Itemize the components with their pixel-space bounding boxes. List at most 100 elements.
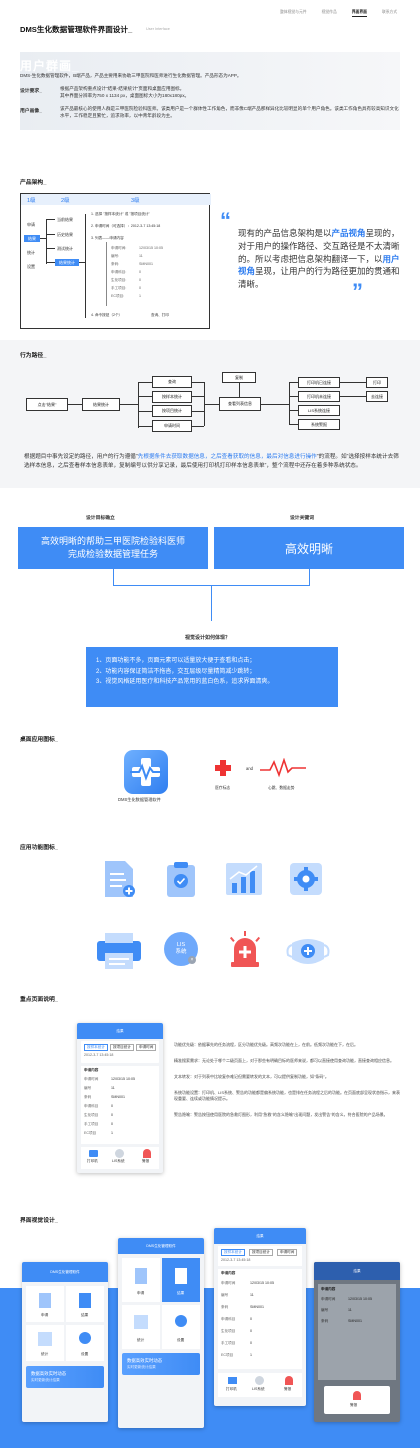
persona-text: 该产品最核心的使用人群是三甲医院检验科医师。该类用户是一个群体性工作角色，而非像… xyxy=(60,106,399,118)
result-d-row-label: 申请时间 xyxy=(321,1297,336,1301)
printer-status-icon[interactable] xyxy=(89,1150,98,1157)
home-header-a: DMS生化管理软件 xyxy=(22,1262,108,1282)
note-search: 精准搜索需求：无论处于哪个二级页面上，对于那些有明确目标的医师来说，都可以直接使… xyxy=(174,1058,394,1063)
arch-label: 产品架构_ xyxy=(20,180,47,186)
nav-item-works[interactable]: 视觉作品 xyxy=(321,10,337,14)
home-banner-b[interactable]: 数据高效实时动态 实时更新统计结果 xyxy=(122,1353,200,1375)
flow-system-alarm: 系统警报 xyxy=(298,419,340,430)
note-alarm: 警告隐喻：警告按钮使用医院的急救灯图形，利用"急救"的含义隐喻"出现问题，发出警… xyxy=(174,1112,388,1117)
result-date[interactable]: 2012-3-7 13:45:18 xyxy=(221,1258,251,1262)
nav-item-contact[interactable]: 联系方式 xyxy=(381,10,398,14)
arch-quote: 现有的产品信息架构是以产品视角呈现的，对于用户的操作路径、交互路径是不太清晰的。… xyxy=(238,228,400,289)
heartbeat-icon xyxy=(260,757,306,778)
settings-icon xyxy=(79,1332,91,1344)
settings-icon xyxy=(175,1315,187,1327)
result-row-value[interactable]: SMN001 xyxy=(250,1305,264,1309)
result-tab-item[interactable]: 按项目统计 xyxy=(249,1249,273,1256)
key-row-value: 1 xyxy=(111,1131,113,1135)
key-list-head: 申请内容 xyxy=(84,1068,99,1072)
mask-plus-icon xyxy=(284,930,332,972)
flow-print: 打印 xyxy=(366,377,388,388)
l2-current: 当前结果 xyxy=(57,217,73,222)
flow-by-item: 按项目统计 xyxy=(152,405,192,417)
key-row-label: 手工项目 xyxy=(84,1122,99,1126)
home-tile-stats[interactable]: 统计 xyxy=(26,1325,64,1361)
quote-close-icon: ” xyxy=(352,279,363,304)
key-row-value: 12/03/15 10:05 xyxy=(111,1077,135,1081)
home-b-tile-result[interactable]: 结果 xyxy=(162,1258,200,1302)
key-row-label: 申请时间 xyxy=(84,1077,99,1081)
home-b-tile-stats[interactable]: 统计 xyxy=(122,1305,160,1349)
detail-key-5: 手工项目: xyxy=(111,286,127,290)
bottom-printer-label: 打印机 xyxy=(87,1159,98,1163)
alarm-light-icon xyxy=(224,928,266,970)
printer-status-icon[interactable] xyxy=(228,1377,237,1384)
goal-left-title: 设计目标确立 xyxy=(86,516,115,521)
l3-item-4-values: 查询、打印 xyxy=(151,313,169,317)
lis-close-badge-icon: × xyxy=(188,956,196,964)
l3-item-3: 3. 列表——申请内容 xyxy=(91,236,124,240)
medical-cross-icon xyxy=(213,758,233,778)
result-row-value: 11 xyxy=(250,1293,254,1297)
key-tab-item[interactable]: 按项目统计 xyxy=(110,1044,134,1051)
level-3: 3级 xyxy=(131,198,140,204)
key-date[interactable]: 2012-3-7 13:45:18 xyxy=(84,1053,114,1057)
result-tab-time[interactable]: 申请时间 xyxy=(277,1249,298,1256)
flow-result-stats: 结果统计 xyxy=(82,398,120,411)
l2-test-stats: 测试统计 xyxy=(57,246,73,251)
quote-highlight-user: 用户视角 xyxy=(238,253,400,277)
home-tile-result[interactable]: 结果 xyxy=(66,1286,104,1322)
flow-description-highlight: 先根据条件去获取数据信息，之后查看获取的信息，最后对信息进行操作 xyxy=(137,454,317,460)
key-row-value[interactable]: SMN001 xyxy=(111,1095,125,1099)
goal-point-2: 2、功能内容保证简洁不拖沓，交互层级尽量精简减少跳转； xyxy=(96,668,256,675)
dialog-alarm-label: 警报 xyxy=(350,1403,358,1407)
home-tile-label: 结果 xyxy=(177,1291,185,1295)
result-row-label: 申请科目 xyxy=(221,1317,236,1321)
detail-key-0: 申请时间: xyxy=(111,246,127,250)
alarm-status-icon[interactable] xyxy=(143,1149,151,1158)
result-tab-sample[interactable]: 按样本统计 xyxy=(221,1249,245,1256)
printer-icon xyxy=(95,930,143,972)
home-b-tile-settings[interactable]: 设置 xyxy=(162,1305,200,1349)
home-tile-apply[interactable]: 申请 xyxy=(26,1286,64,1322)
home-tile-label: 设置 xyxy=(81,1352,89,1356)
result-list-head: 申请内容 xyxy=(221,1271,236,1275)
result-icon xyxy=(175,1268,187,1284)
key-tab-time[interactable]: 申请时间 xyxy=(136,1044,157,1051)
quote-open-icon: “ xyxy=(220,208,231,233)
key-page-title: 结果 xyxy=(116,1028,124,1033)
lis-status-icon[interactable] xyxy=(255,1376,264,1385)
quote-highlight-product: 产品视角 xyxy=(331,228,366,238)
result-d-row-value: 11 xyxy=(348,1308,352,1312)
nav-item-overview[interactable]: 整体视觉与元件 xyxy=(280,10,307,14)
home-banner-sub: 实时更新统计结果 xyxy=(127,1365,156,1369)
result-title-d: 结果 xyxy=(353,1268,361,1273)
l2-history: 历史结果 xyxy=(57,232,73,237)
result-row-value: 12/03/15 10:05 xyxy=(250,1281,274,1285)
alarm-status-icon[interactable] xyxy=(285,1376,293,1385)
requirement-text: 根据产品架构重点设计"结果-结果统计"页面和桌面应用图标。 其中界面分辨率为75… xyxy=(60,86,190,98)
result-row-label: 申请时间 xyxy=(221,1281,236,1285)
home-banner-title: 数据高效实时动态 xyxy=(127,1358,163,1363)
l1-result: 结果 xyxy=(24,235,40,242)
flow-section-bg xyxy=(0,340,420,488)
home-b-tile-apply[interactable]: 申请 xyxy=(122,1258,160,1302)
l3-item-1: 1. 选择 "按样本统计" 或 "按项目统计" xyxy=(91,212,150,216)
key-tab-sample[interactable]: 按样本统计 xyxy=(84,1044,108,1051)
key-row-value: 11 xyxy=(111,1086,115,1090)
home-banner-a[interactable]: 数据高效实时动态 实时更新统计结果 xyxy=(26,1366,104,1388)
home-tile-settings[interactable]: 设置 xyxy=(66,1325,104,1361)
caption-heartbeat: 心跳、数据走势 xyxy=(268,786,295,790)
apply-icon xyxy=(39,1293,51,1308)
home-tile-label: 结果 xyxy=(81,1313,89,1317)
dialog-alarm-icon xyxy=(353,1391,361,1400)
goal-points: 1、页面功能不多，页面元素可以适量放大便于查看和点击； 2、功能内容保证简洁不拖… xyxy=(86,647,338,707)
lis-status-icon[interactable] xyxy=(115,1149,124,1158)
detail-val-1: 11 xyxy=(139,254,143,258)
l2-result-stats: 结果统计 xyxy=(55,259,79,266)
goal-left-box: 高效明晰的帮助三甲医院检验科医师 完成检验数据管理任务 xyxy=(18,527,208,569)
key-row-label: 生化项目 xyxy=(84,1113,99,1117)
key-page-header: 结果 xyxy=(77,1023,163,1039)
alert-dialog[interactable]: 警报 xyxy=(324,1386,390,1414)
nav-item-ui[interactable]: 界面界面 xyxy=(351,10,367,17)
